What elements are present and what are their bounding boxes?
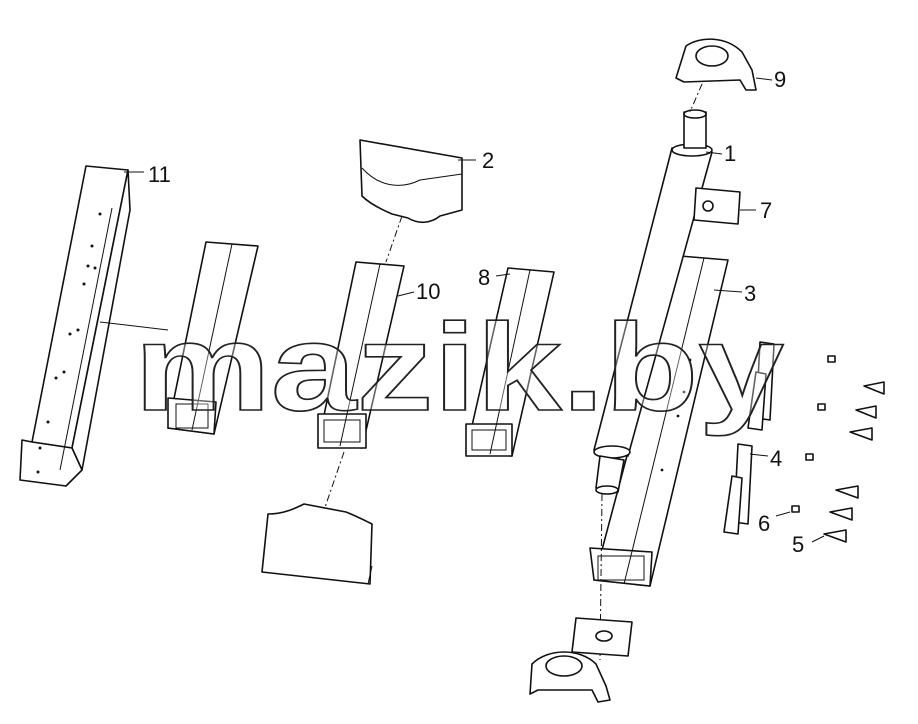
square-tube-left [99, 241, 259, 435]
part-2-end-cap [359, 139, 463, 263]
part-6-clips [791, 355, 836, 513]
callout-3: 3 [744, 281, 756, 306]
part-11-channel-beam [19, 165, 131, 487]
part-3-outer-tube [589, 255, 729, 587]
callout-4: 4 [770, 446, 782, 471]
part-1-cylinder [593, 69, 713, 661]
callout-2: 2 [482, 148, 494, 173]
bottom-end-cap [261, 503, 373, 585]
callout-9: 9 [774, 67, 786, 92]
callout-5: 5 [792, 532, 804, 557]
callout-8: 8 [478, 265, 490, 290]
part-8-square-tube [465, 267, 555, 457]
callout-7: 7 [760, 198, 772, 223]
callout-1: 1 [724, 141, 736, 166]
bottom-plate [571, 617, 633, 657]
part-5-wedges [823, 381, 885, 543]
callout-10: 10 [416, 279, 440, 304]
watermark-text: mazik.by [134, 299, 784, 437]
part-10-square-tube [317, 261, 405, 517]
part-7-plate [693, 187, 741, 225]
part-9-mount-bracket-top [675, 38, 757, 91]
callout-6: 6 [758, 511, 770, 536]
bottom-mount-bracket [529, 651, 611, 703]
callout-11: 11 [148, 162, 171, 187]
leader-lines [124, 77, 825, 543]
part-4-angle-brackets [723, 341, 775, 535]
